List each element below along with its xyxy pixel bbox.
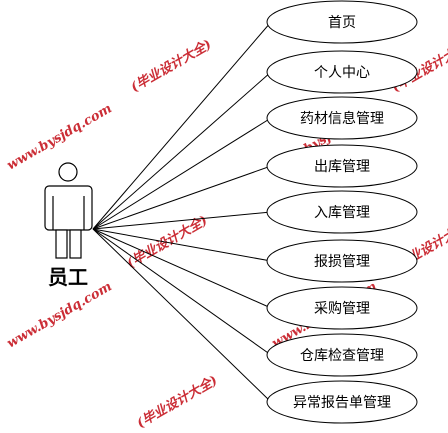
use-case-exception-report: 异常报告单管理	[266, 380, 418, 424]
use-case-label: 首页	[328, 15, 356, 31]
use-case-ellipse	[266, 190, 418, 234]
association-line	[92, 228, 272, 403]
use-case-inbound: 入库管理	[266, 190, 418, 234]
use-case-outbound: 出库管理	[266, 144, 418, 188]
association-line	[92, 117, 272, 230]
use-case-ellipse	[266, 50, 418, 94]
association-line	[92, 165, 272, 230]
use-case-ellipse	[266, 380, 418, 424]
use-case-ellipse	[266, 144, 418, 188]
association-line	[92, 228, 272, 356]
use-case-label: 报损管理	[314, 254, 370, 270]
use-case-ellipse	[266, 96, 418, 140]
use-case-label: 入库管理	[314, 205, 370, 221]
watermark-tag: (毕业设计大全)	[128, 36, 214, 95]
actor: 员工	[44, 162, 93, 289]
use-case-label: 个人中心	[314, 65, 370, 81]
use-case-ellipse	[266, 0, 418, 44]
use-case-loss-report: 报损管理	[266, 239, 418, 283]
use-case-home: 首页	[266, 0, 418, 44]
association-lines	[92, 21, 272, 403]
actor-left-leg	[55, 229, 68, 259]
use-case-label: 药材信息管理	[300, 110, 384, 127]
association-line	[92, 228, 272, 309]
use-case-label: 异常报告单管理	[293, 395, 391, 411]
use-case-group: 首页个人中心药材信息管理出库管理入库管理报损管理采购管理仓库检查管理异常报告单管…	[266, 0, 418, 424]
association-line	[92, 228, 272, 262]
actor-label: 员工	[48, 265, 88, 289]
use-case-personal-center: 个人中心	[266, 50, 418, 94]
actor-body	[44, 185, 93, 231]
actor-head	[58, 162, 78, 182]
use-case-ellipse	[266, 239, 418, 283]
watermark-tag: (毕业设计大全)	[134, 372, 220, 431]
use-case-purchase: 采购管理	[266, 286, 418, 330]
watermark-site: www.bysjdq.com	[5, 279, 115, 351]
use-case-herb-info: 药材信息管理	[266, 96, 418, 140]
watermark-site: www.bysjdq.com	[5, 101, 115, 173]
use-case-label: 采购管理	[314, 301, 370, 317]
use-case-label: 出库管理	[314, 159, 370, 175]
use-case-ellipse	[266, 333, 418, 377]
use-case-label: 仓库检查管理	[300, 348, 384, 364]
association-line	[92, 71, 272, 230]
association-line	[92, 211, 272, 230]
association-line	[92, 21, 272, 230]
use-case-ellipse	[266, 286, 418, 330]
use-case-warehouse-check: 仓库检查管理	[266, 333, 418, 377]
actor-right-leg	[69, 229, 82, 259]
